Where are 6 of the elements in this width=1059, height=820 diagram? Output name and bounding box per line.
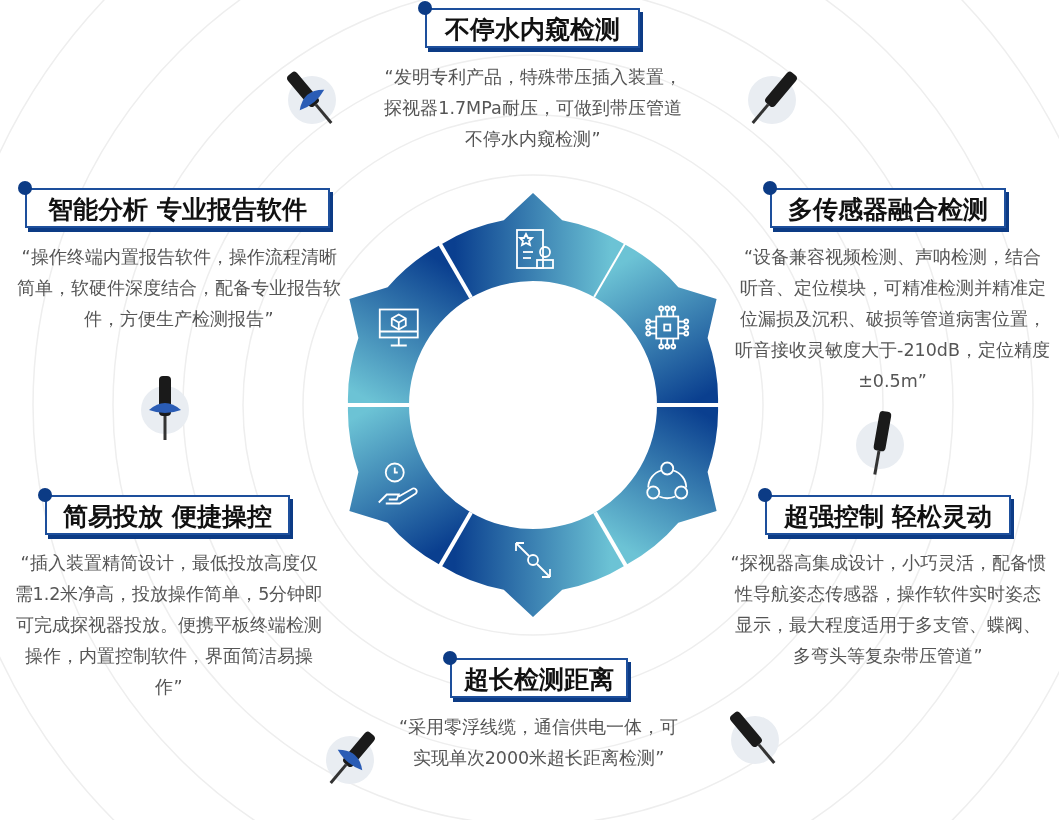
feature-description: “采用零浮线缆，通信供电一体，可实现单次2000米超长距离检测” [397,716,680,770]
feature-description: “设备兼容视频检测、声呐检测，结合听音、定位模块，可精准检测并精准定位漏损及沉积、破损等管道病害位置，听音接收灵敏度大于-210dB，定位精度±0.5m” [735,246,1050,393]
feature-description: “操作终端内置报告软件，操作流程清晰简单，软硬件深度结合，配备专业报告软件，方便生产检测报告” [16,246,342,331]
feature-description: “插入装置精简设计，最低投放高度仅需1.2米净高，投放操作简单，5分钟即可完成探视器投放。便携平板终端检测操作，内置控制软件，界面简洁易操作” [14,552,324,699]
feature-description: “探视器高集成设计，小巧灵活，配备惯性导航姿态传感器，操作软件实时姿态显示，最大程度适用于多支管、蝶阀、多弯头等复杂带压管道” [729,552,1047,668]
feature-description: “发明专利产品，特殊带压插入装置，探视器1.7MPa耐压，可做到带压管道不停水内窥检测” [383,66,683,151]
